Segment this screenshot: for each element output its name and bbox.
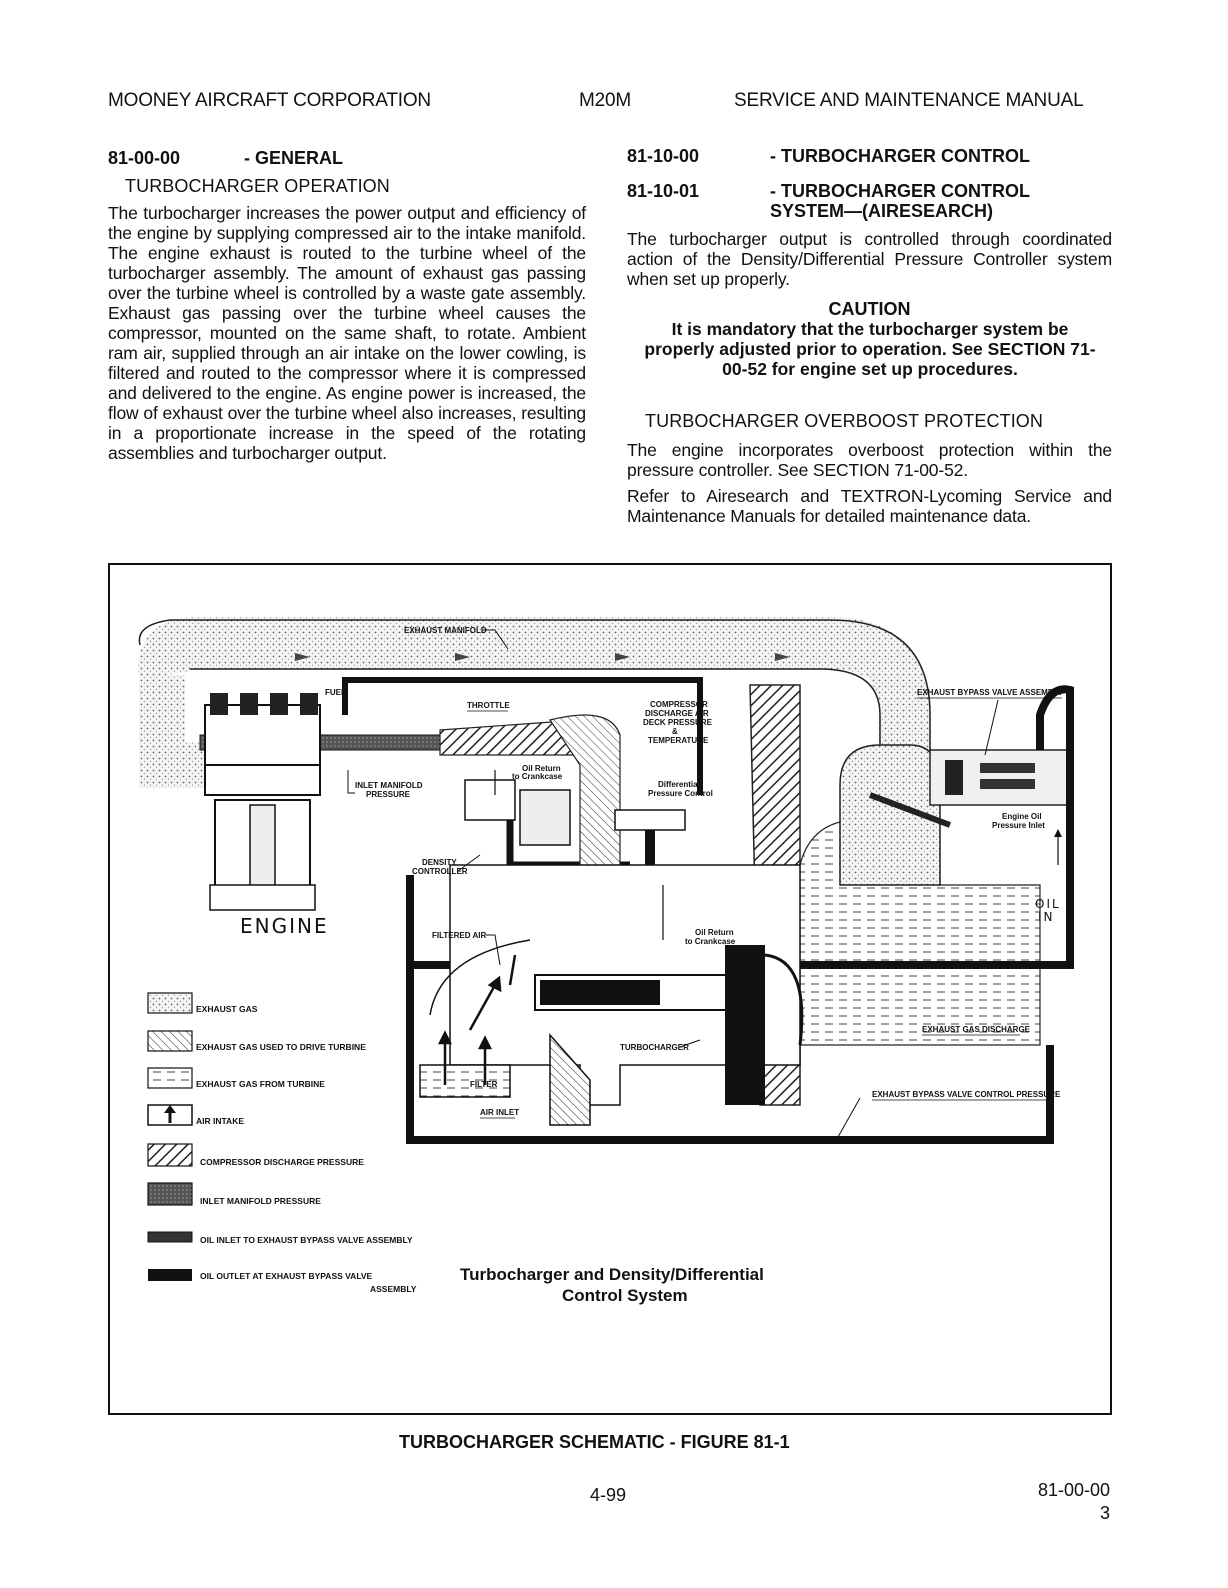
svg-text:to Crankcase: to Crankcase xyxy=(685,937,736,946)
section-title: - TURBOCHARGER CONTROL xyxy=(770,146,1030,167)
label-density-controller: DENSITY CONTROLLER xyxy=(412,858,468,876)
label-throttle: THROTTLE xyxy=(467,701,510,710)
svg-text:DENSITY: DENSITY xyxy=(422,858,457,867)
caution-text: It is mandatory that the turbocharger sy… xyxy=(640,319,1100,379)
legend-swatch-exhaust xyxy=(148,993,192,1013)
svg-text:TEMPERATURE: TEMPERATURE xyxy=(648,736,709,745)
legend-label: EXHAUST GAS FROM TURBINE xyxy=(196,1079,325,1089)
body-paragraph: The turbocharger output is controlled th… xyxy=(627,229,1112,289)
caution-title: CAUTION xyxy=(627,299,1112,320)
body-paragraph: Refer to Airesearch and TEXTRON-Lycoming… xyxy=(627,486,1112,526)
legend: EXHAUST GAS EXHAUST GAS USED TO DRIVE TU… xyxy=(148,993,417,1294)
label-oil-return-1: Oil Return to Crankcase xyxy=(512,764,563,781)
svg-text:OIL: OIL xyxy=(1035,897,1061,911)
engine-label: ENGINE xyxy=(240,914,329,938)
label-turbocharger: TURBOCHARGER xyxy=(620,1043,689,1052)
label-exhaust-gas-discharge: EXHAUST GAS DISCHARGE xyxy=(922,1025,1031,1034)
label-oil-in: OIL IN xyxy=(1035,897,1061,924)
revision: 3 xyxy=(1100,1503,1110,1524)
header-manual: SERVICE AND MAINTENANCE MANUAL xyxy=(734,90,1083,112)
label-fuel: FUEL xyxy=(325,688,346,697)
legend-swatch-oil-outlet xyxy=(148,1269,192,1281)
legend-swatch-compressor xyxy=(148,1144,192,1166)
section-code: 81-00-00 xyxy=(1038,1480,1110,1501)
legend-label: AIR INTAKE xyxy=(196,1116,244,1126)
legend-label: INLET MANIFOLD PRESSURE xyxy=(200,1196,321,1206)
svg-text:CONTROLLER: CONTROLLER xyxy=(412,867,468,876)
svg-text:PRESSURE: PRESSURE xyxy=(366,790,411,799)
legend-label: COMPRESSOR DISCHARGE PRESSURE xyxy=(200,1157,364,1167)
svg-text:COMPRESSOR: COMPRESSOR xyxy=(650,700,708,709)
diagram-caption-line1: Turbocharger and Density/Differential xyxy=(460,1265,764,1284)
legend-swatch-drive xyxy=(148,1031,192,1051)
diagram-caption-line2: Control System xyxy=(562,1286,688,1305)
header-model: M20M xyxy=(579,90,631,112)
svg-text:Engine Oil: Engine Oil xyxy=(1002,812,1042,821)
svg-text:Oil Return: Oil Return xyxy=(695,928,734,937)
subheading: TURBOCHARGER OVERBOOST PROTECTION xyxy=(645,411,1043,432)
differential-controller xyxy=(615,810,685,830)
turbocharger-schematic: ENGINE EXHAUST MANIF xyxy=(110,565,1110,1413)
label-air-inlet: AIR INLET xyxy=(480,1108,519,1117)
page-number: 4-99 xyxy=(590,1485,626,1506)
label-exhaust-manifold: EXHAUST MANIFOLD xyxy=(404,626,487,635)
legend-label: OIL OUTLET AT EXHAUST BYPASS VALVE xyxy=(200,1271,373,1281)
body-paragraph: The turbocharger increases the power out… xyxy=(108,203,586,463)
legend-swatch-from-turbine xyxy=(148,1068,192,1088)
section-title: SYSTEM—(AIRESEARCH) xyxy=(770,201,993,222)
svg-text:Pressure Inlet: Pressure Inlet xyxy=(992,821,1045,830)
label-exhaust-bypass-valve: EXHAUST BYPASS VALVE ASSEMBLY xyxy=(917,688,1064,697)
svg-text:IN: IN xyxy=(1038,910,1055,924)
figure-frame: ENGINE EXHAUST MANIF xyxy=(108,563,1112,1415)
figure-title: TURBOCHARGER SCHEMATIC - FIGURE 81-1 xyxy=(399,1432,790,1453)
engine-drawing: ENGINE xyxy=(205,693,329,938)
svg-text:DECK PRESSURE: DECK PRESSURE xyxy=(643,718,713,727)
svg-text:Differential: Differential xyxy=(658,780,700,789)
section-number: 81-10-00 xyxy=(627,146,699,167)
legend-label: EXHAUST GAS xyxy=(196,1004,258,1014)
section-number: 81-10-01 xyxy=(627,181,699,202)
label-differential-pressure: Differential Pressure Control xyxy=(648,780,713,798)
svg-text:INLET MANIFOLD: INLET MANIFOLD xyxy=(355,781,423,790)
legend-label: ASSEMBLY xyxy=(370,1284,417,1294)
section-title: - GENERAL xyxy=(244,148,343,169)
density-controller xyxy=(465,780,515,820)
svg-text:DISCHARGE AIR: DISCHARGE AIR xyxy=(645,709,709,718)
legend-label: OIL INLET TO EXHAUST BYPASS VALVE ASSEMB… xyxy=(200,1235,413,1245)
label-filtered-air: FILTERED AIR xyxy=(432,931,486,940)
svg-text:Pressure Control: Pressure Control xyxy=(648,789,713,798)
svg-text:&: & xyxy=(672,727,678,736)
legend-label: EXHAUST GAS USED TO DRIVE TURBINE xyxy=(196,1042,366,1052)
label-filter: FILTER xyxy=(470,1080,498,1089)
body-paragraph: The engine incorporates overboost protec… xyxy=(627,440,1112,480)
section-number: 81-00-00 xyxy=(108,148,180,169)
legend-swatch-oil-inlet xyxy=(148,1232,192,1242)
label-bypass-control-pressure: EXHAUST BYPASS VALVE CONTROL PRESSURE xyxy=(872,1090,1061,1099)
label-compressor-discharge: COMPRESSOR DISCHARGE AIR DECK PRESSURE &… xyxy=(643,700,713,745)
legend-swatch-inlet xyxy=(148,1183,192,1205)
section-title: - TURBOCHARGER CONTROL xyxy=(770,181,1030,202)
subheading: TURBOCHARGER OPERATION xyxy=(125,176,390,197)
svg-text:to Crankcase: to Crankcase xyxy=(512,772,563,781)
header-company: MOONEY AIRCRAFT CORPORATION xyxy=(108,90,431,112)
label-inlet-manifold-pressure: INLET MANIFOLD PRESSURE xyxy=(355,781,423,799)
label-engine-oil-pressure-inlet: Engine Oil Pressure Inlet xyxy=(992,812,1045,830)
